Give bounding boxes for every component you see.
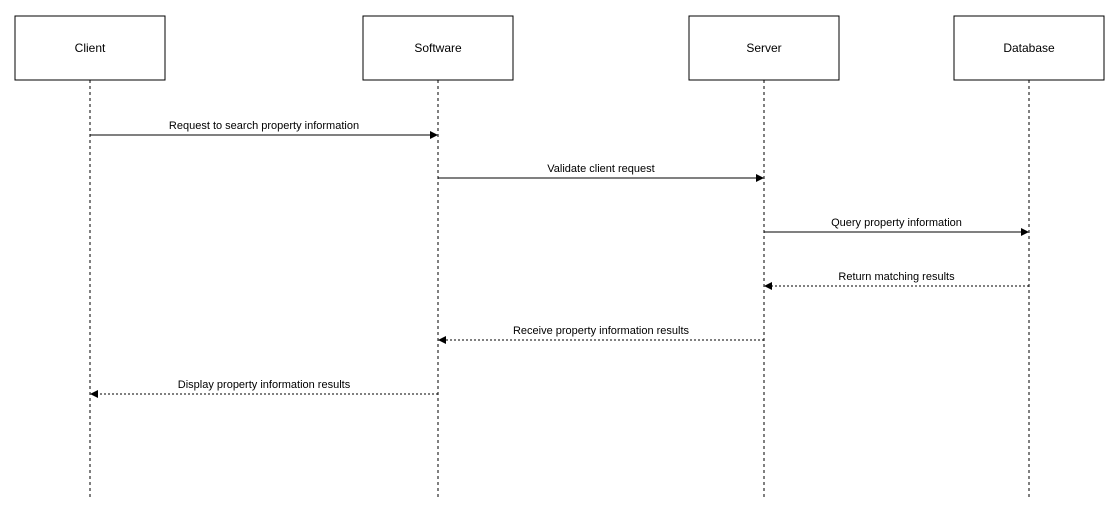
- participant-label-server: Server: [746, 41, 781, 55]
- lifelines: [89, 80, 1030, 498]
- participant-server[interactable]: Server: [688, 15, 840, 81]
- message-3[interactable]: Query property information: [764, 217, 1029, 236]
- participant-label-software: Software: [414, 41, 462, 55]
- message-2[interactable]: Validate client request: [438, 163, 764, 182]
- participant-client[interactable]: Client: [14, 15, 166, 81]
- participant-box-database[interactable]: [953, 15, 1105, 81]
- arrowhead-icon: [1021, 228, 1029, 236]
- participant-box-client[interactable]: [14, 15, 166, 81]
- participant-box-software[interactable]: [362, 15, 514, 81]
- participants: Client Software Server Database: [14, 15, 1105, 81]
- message-label: Receive property information results: [513, 325, 690, 337]
- arrowhead-icon: [756, 174, 764, 182]
- participant-software[interactable]: Software: [362, 15, 514, 81]
- arrowhead-icon: [438, 336, 446, 344]
- message-label: Display property information results: [178, 379, 351, 391]
- arrowhead-icon: [430, 131, 438, 139]
- participant-label-database: Database: [1003, 41, 1055, 55]
- message-4[interactable]: Return matching results: [764, 271, 1029, 290]
- message-5[interactable]: Receive property information results: [438, 325, 764, 344]
- participant-box-server[interactable]: [688, 15, 840, 81]
- message-label: Request to search property information: [169, 120, 359, 132]
- message-6[interactable]: Display property information results: [90, 379, 438, 398]
- message-label: Validate client request: [547, 163, 654, 175]
- message-1[interactable]: Request to search property information: [90, 120, 438, 139]
- message-label: Return matching results: [838, 271, 955, 283]
- messages: Request to search property informationVa…: [90, 120, 1029, 398]
- arrowhead-icon: [90, 390, 98, 398]
- arrowhead-icon: [764, 282, 772, 290]
- message-label: Query property information: [831, 217, 962, 229]
- participant-label-client: Client: [75, 41, 106, 55]
- participant-database[interactable]: Database: [953, 15, 1105, 81]
